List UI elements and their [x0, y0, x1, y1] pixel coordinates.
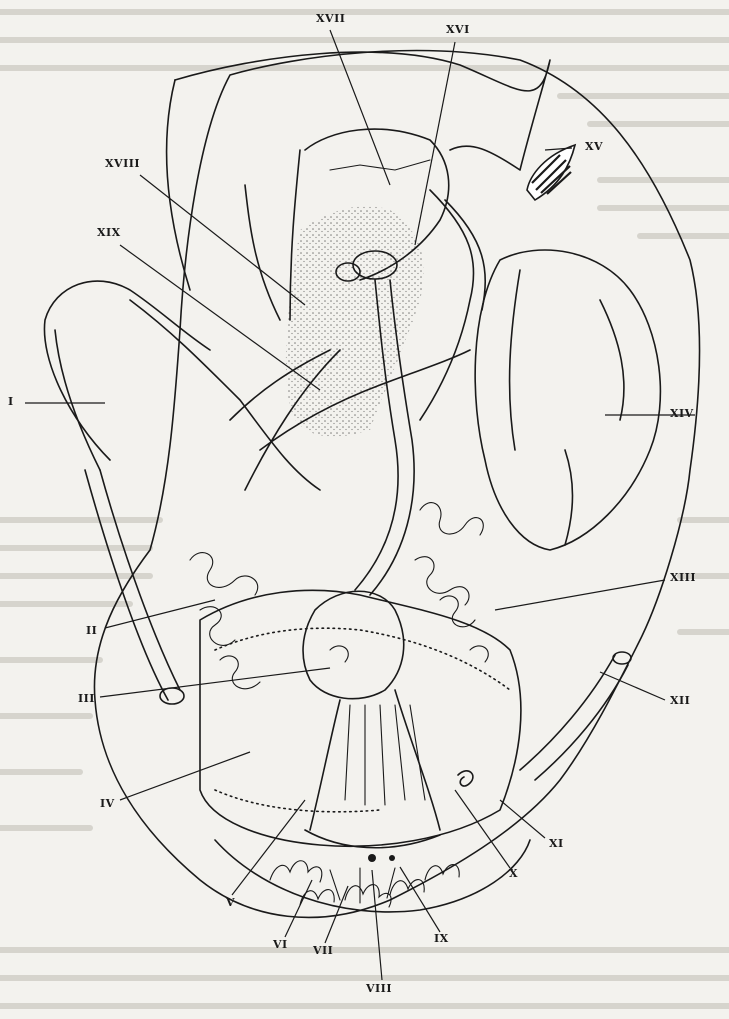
label-XVIII: XVIII: [105, 157, 140, 170]
label-XVII: XVII: [316, 12, 345, 25]
label-III: III: [78, 692, 95, 705]
label-VII: VII: [313, 944, 333, 957]
label-VIII: VIII: [366, 982, 392, 995]
leader-lines: [25, 30, 695, 980]
label-IV: IV: [100, 797, 115, 810]
label-XII: XII: [670, 694, 690, 707]
label-VI: VI: [273, 938, 288, 951]
tube-I: [44, 281, 210, 460]
label-IX: IX: [434, 932, 449, 945]
label-X: X: [509, 867, 518, 880]
label-XI: XI: [549, 837, 564, 850]
mantle-flap: [175, 52, 550, 170]
organ-XIV: [475, 250, 660, 550]
label-XIV: XIV: [670, 407, 694, 420]
label-II: II: [86, 624, 97, 637]
outer-body-outline: [94, 51, 699, 918]
label-V: V: [226, 896, 235, 909]
label-XIII: XIII: [670, 571, 696, 584]
organ-III: [303, 591, 404, 698]
label-XIX: XIX: [97, 226, 121, 239]
label-XVI: XVI: [446, 23, 470, 36]
label-XV: XV: [585, 140, 603, 153]
label-I: I: [8, 395, 14, 408]
